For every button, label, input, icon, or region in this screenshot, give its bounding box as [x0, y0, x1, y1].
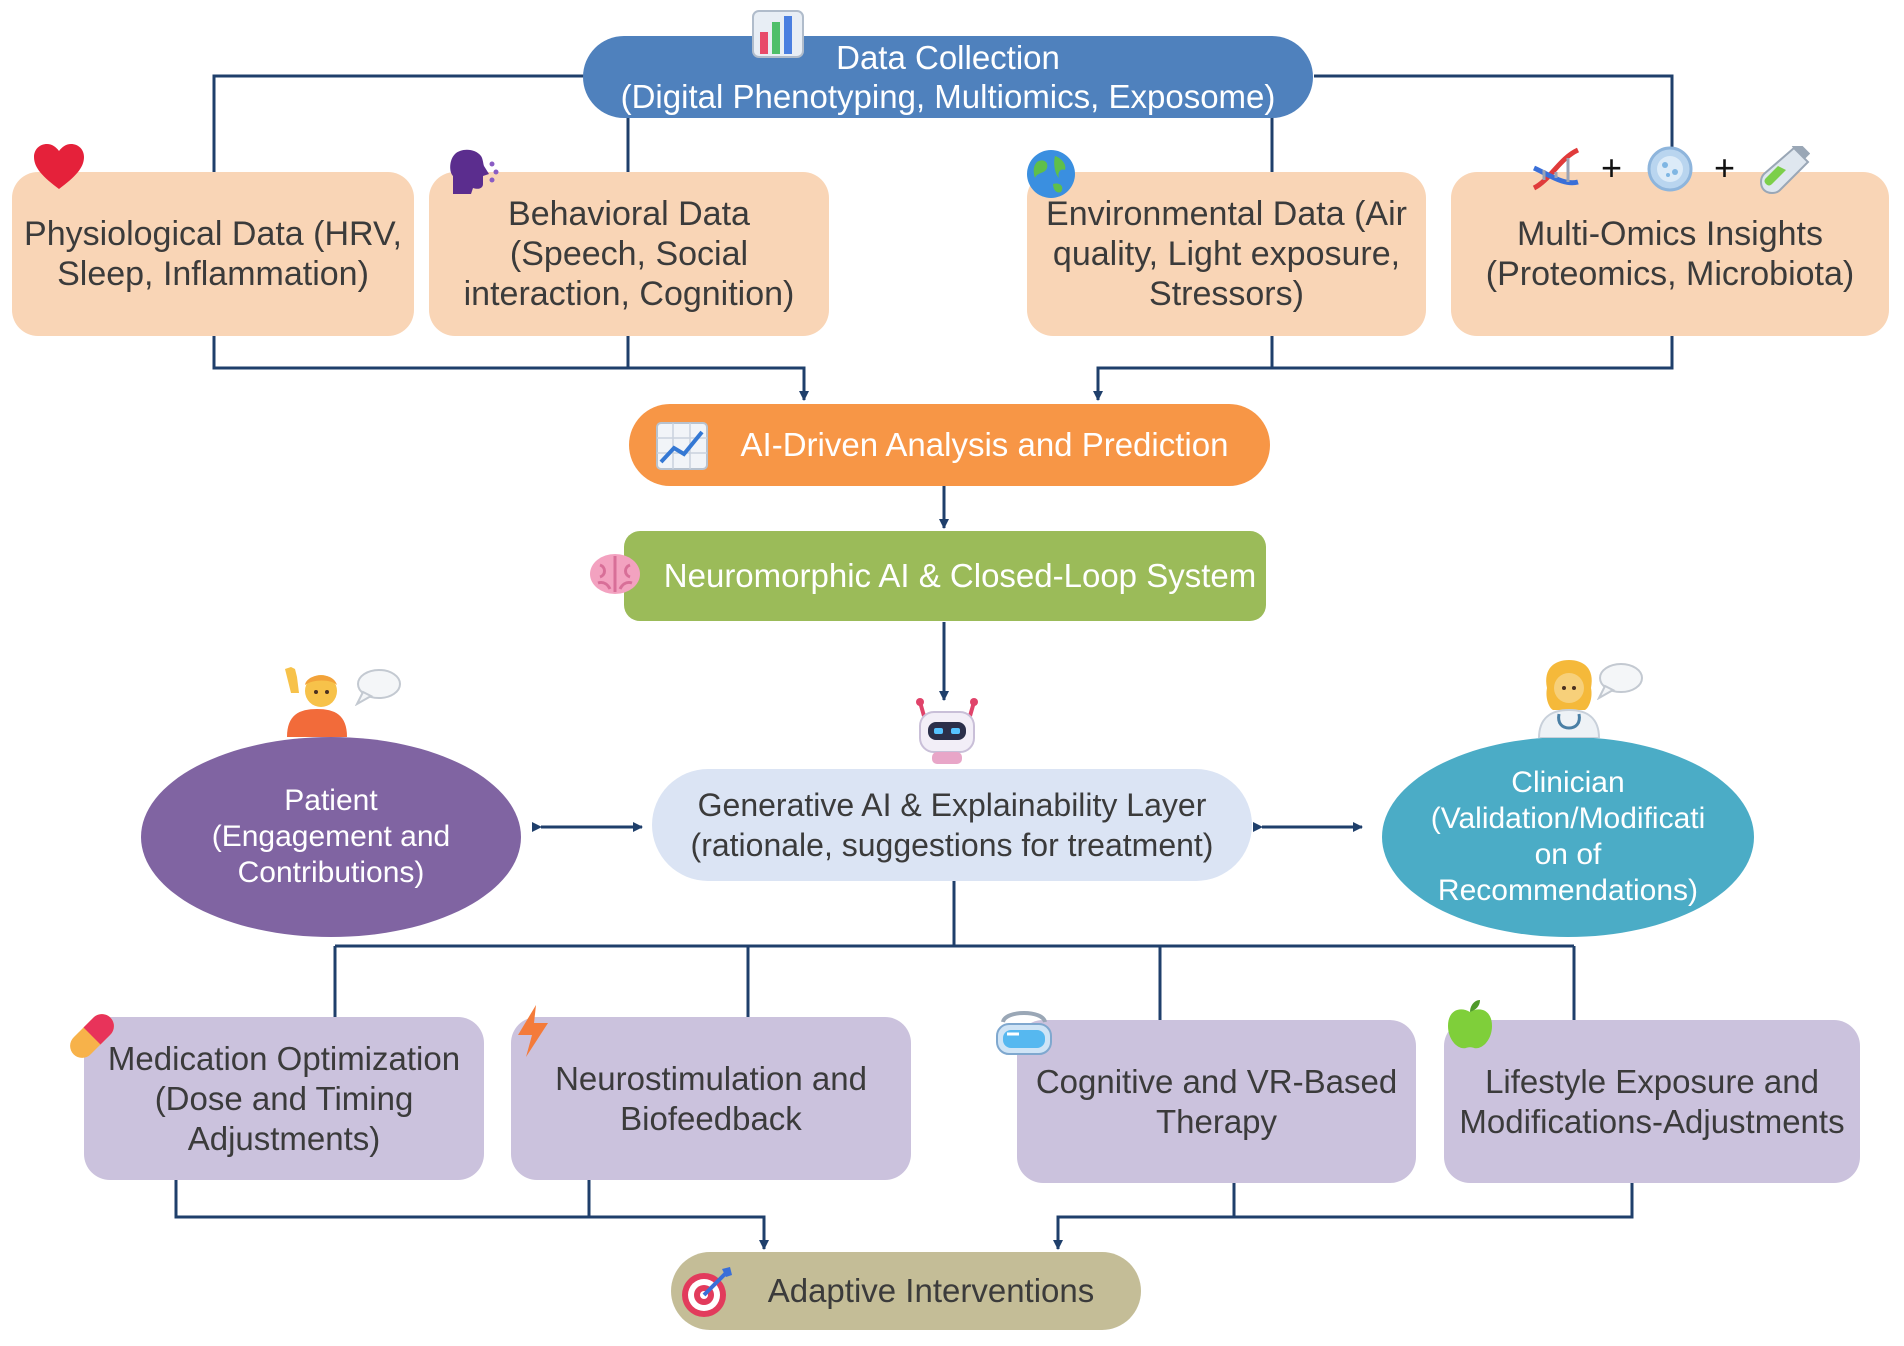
arrow-to-ai-right: [1093, 366, 1272, 401]
line-left-merge: [212, 335, 630, 370]
apple-icon: [1448, 1000, 1492, 1049]
data-collection-title: Data Collection: [836, 39, 1060, 76]
arrow-to-adaptive-left: [589, 1215, 769, 1250]
medication-label: Medication Optimization (Dose and Timing…: [107, 1039, 461, 1157]
explainability-node: Generative AI & Explainability Layer (ra…: [652, 769, 1252, 881]
neuromorphic-label: Neuromorphic AI & Closed-Loop System: [663, 557, 1257, 594]
lifestyle-node: Lifestyle Exposure and Modifications-Adj…: [1444, 1020, 1860, 1183]
clinician-node: Clinician (Validation/Modificati on of R…: [1382, 737, 1754, 937]
plus-sign-1: +: [1601, 147, 1623, 188]
behavioral-data-label: Behavioral Data (Speech, Social interact…: [463, 195, 795, 313]
environmental-data-label: Environmental Data (Air quality, Light e…: [1046, 195, 1407, 313]
robot-icon: [916, 698, 978, 764]
line-right-int-merge: [1232, 1183, 1634, 1219]
line-dc-left: [212, 74, 590, 175]
cognitive-node: Cognitive and VR-Based Therapy: [1017, 1020, 1416, 1183]
lightning-icon: [518, 1005, 548, 1057]
medication-node: Medication Optimization (Dose and Timing…: [84, 1017, 484, 1180]
microbe-icon: [1647, 146, 1693, 192]
speaking-head-icon: [450, 149, 499, 194]
behavioral-data-node: Behavioral Data (Speech, Social interact…: [429, 172, 829, 336]
globe-icon: [1027, 150, 1075, 198]
data-collection-node: Data Collection (Digital Phenotyping, Mu…: [583, 36, 1313, 118]
cognitive-label: Cognitive and VR-Based Therapy: [1035, 1062, 1398, 1140]
arrow-to-adaptive-right: [1053, 1215, 1234, 1250]
adaptive-label: Adaptive Interventions: [767, 1272, 1095, 1309]
brain-icon: [590, 554, 640, 594]
neuromorphic-node: Neuromorphic AI & Closed-Loop System: [624, 531, 1266, 621]
dna-icon: [1532, 147, 1580, 191]
multiomics-label: Multi-Omics Insights (Proteomics, Microb…: [1485, 215, 1855, 293]
patient-label: Patient (Engagement and Contributions): [211, 784, 451, 889]
line-right-merge: [1270, 335, 1674, 370]
lifestyle-label: Lifestyle Exposure and Modifications-Adj…: [1459, 1062, 1845, 1140]
patient-node: Patient (Engagement and Contributions): [141, 737, 521, 937]
speech-bubble-icon: [1597, 663, 1643, 700]
raising-hand-person-icon: [285, 667, 347, 737]
arrow-to-ai-left: [628, 366, 809, 401]
test-tube-icon: [1760, 146, 1810, 194]
physiological-data-label: Physiological Data (HRV, Sleep, Inflamma…: [24, 215, 402, 293]
ai-analysis-label: AI-Driven Analysis and Prediction: [740, 426, 1229, 463]
health-worker-icon: [1537, 660, 1601, 738]
speech-bubble-icon: [355, 669, 401, 706]
multiomics-node: Multi-Omics Insights (Proteomics, Microb…: [1451, 172, 1889, 336]
adaptive-node: Adaptive Interventions: [671, 1252, 1141, 1330]
plus-sign-2: +: [1714, 147, 1736, 188]
trend-chart-icon: [656, 422, 708, 470]
target-icon: [682, 1267, 732, 1317]
pill-icon: [70, 1014, 114, 1058]
physiological-data-node: Physiological Data (HRV, Sleep, Inflamma…: [12, 172, 414, 336]
heart-icon: [34, 144, 84, 189]
explainability-label: Generative AI & Explainability Layer (ra…: [690, 787, 1214, 863]
neurostim-label: Neurostimulation and Biofeedback: [555, 1059, 867, 1137]
ai-analysis-node: AI-Driven Analysis and Prediction: [629, 404, 1270, 486]
bar-chart-icon: [752, 10, 804, 58]
vr-goggles-icon: [996, 1011, 1052, 1055]
neurostim-node: Neurostimulation and Biofeedback: [511, 1017, 911, 1180]
clinician-label: Clinician (Validation/Modificati on of R…: [1430, 766, 1706, 907]
line-dc-right: [1314, 74, 1674, 175]
line-left-int-merge: [174, 1180, 591, 1219]
data-collection-subtitle: (Digital Phenotyping, Multiomics, Exposo…: [620, 78, 1276, 115]
environmental-data-node: Environmental Data (Air quality, Light e…: [1027, 172, 1426, 336]
